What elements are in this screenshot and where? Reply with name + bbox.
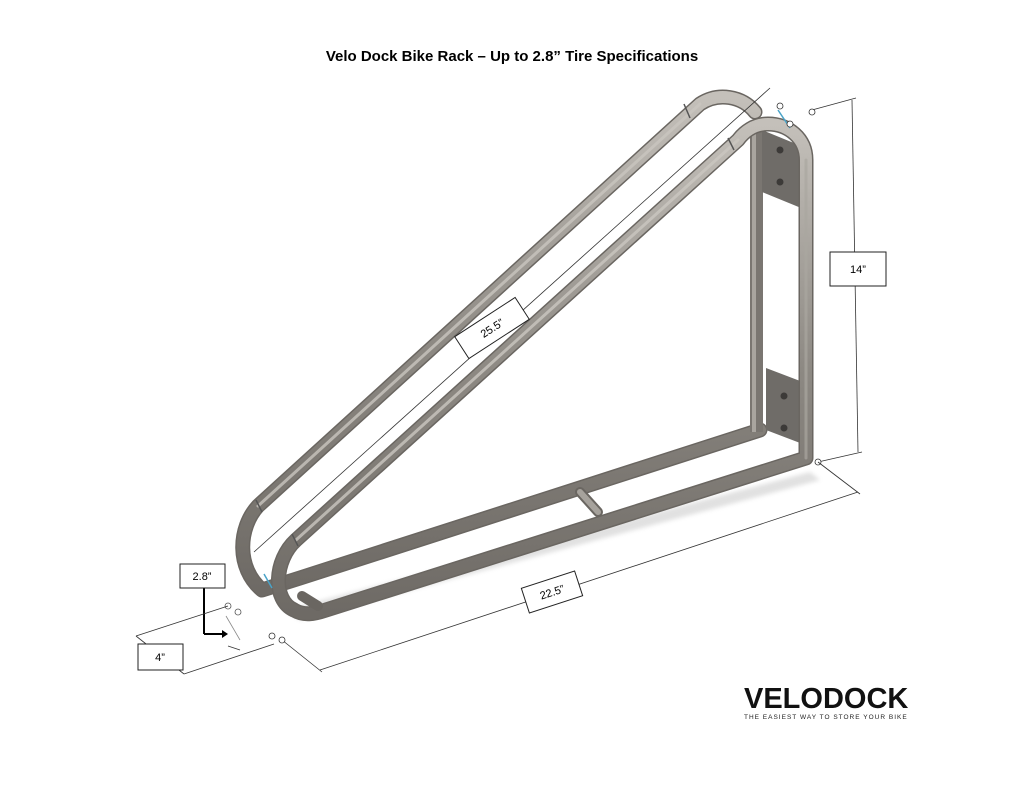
brand-logo: VELODOCK THE EASIEST WAY TO STORE YOUR B… bbox=[744, 684, 924, 721]
length-dimension bbox=[278, 461, 861, 673]
tire-width-label-box bbox=[179, 563, 226, 589]
brand-tagline: THE EASIEST WAY TO STORE YOUR BIKE bbox=[744, 714, 908, 721]
length-label-box bbox=[520, 570, 584, 614]
brand-name: VELODOCK bbox=[744, 683, 909, 715]
height-label: 14” bbox=[850, 264, 866, 276]
tube-seams bbox=[255, 103, 735, 547]
spacing-label: 4” bbox=[155, 652, 165, 664]
diagonal-label-box bbox=[454, 296, 530, 360]
mounting-plate-top bbox=[762, 130, 806, 210]
length-label-group: 22.5” bbox=[520, 570, 584, 614]
tire-width-label: 2.8” bbox=[193, 571, 212, 583]
page-title: Velo Dock Bike Rack – Up to 2.8” Tire Sp… bbox=[325, 48, 699, 65]
rear-upright bbox=[750, 122, 763, 432]
cross-brace bbox=[297, 487, 603, 611]
height-label-box bbox=[829, 251, 887, 287]
diagonal-label-group: 25.5” bbox=[454, 296, 530, 360]
front-frame bbox=[271, 116, 814, 622]
tire-width-dimension bbox=[203, 586, 242, 641]
rear-frame bbox=[235, 89, 768, 598]
spacing-label-box bbox=[137, 643, 184, 671]
mounting-plate-bottom bbox=[766, 368, 808, 446]
